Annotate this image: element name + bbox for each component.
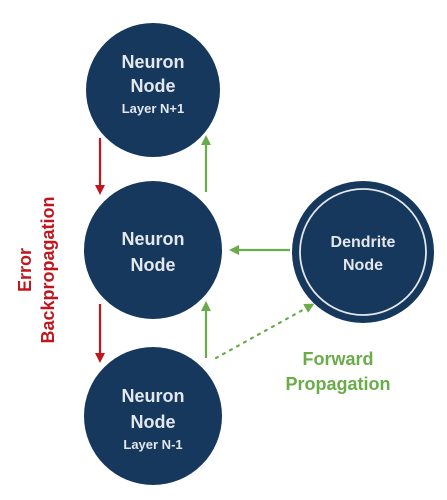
- neuron-node-top-line2: Node: [131, 76, 176, 96]
- neuron-node-top: Neuron Node Layer N+1: [86, 23, 220, 157]
- neuron-node-middle-line2: Node: [131, 255, 176, 275]
- neuron-node-middle-line1: Neuron: [122, 229, 185, 249]
- neuron-node-bottom-line1: Neuron: [122, 386, 185, 406]
- error-label-line1: Error: [15, 248, 35, 292]
- dendrite-node-line1: Dendrite: [331, 234, 396, 251]
- forward-label-line2: Propagation: [285, 374, 390, 394]
- error-backpropagation-label: Error Backpropagation: [15, 196, 58, 343]
- neuron-node-bottom-line2: Node: [131, 412, 176, 432]
- dendrite-node: Dendrite Node: [292, 181, 434, 323]
- neuron-node-top-line1: Neuron: [122, 52, 185, 72]
- dendrite-node-line2: Node: [343, 257, 383, 274]
- forward-label-line1: Forward: [302, 349, 373, 369]
- neuron-node-bottom: Neuron Node Layer N-1: [84, 347, 222, 485]
- dotted-forward-arrow: [214, 303, 315, 360]
- forward-propagation-label: Forward Propagation: [285, 349, 390, 394]
- neuron-node-top-sub: Layer N+1: [122, 101, 185, 116]
- error-label-line2: Backpropagation: [38, 196, 58, 343]
- neuron-node-middle: Neuron Node: [84, 181, 222, 319]
- neuron-node-bottom-sub: Layer N-1: [123, 437, 182, 452]
